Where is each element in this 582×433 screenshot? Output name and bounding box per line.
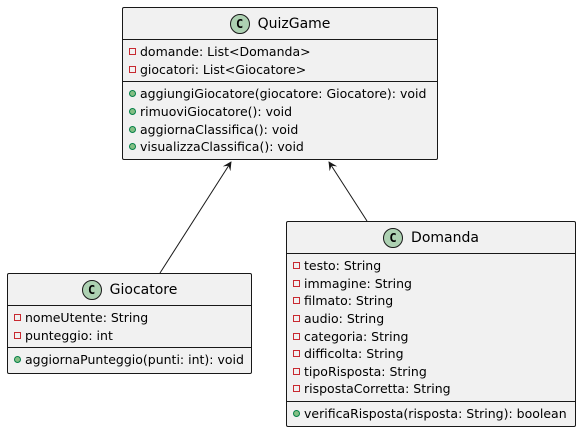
- public-visibility-icon: [14, 356, 21, 364]
- private-visibility-icon: [293, 297, 300, 305]
- attribute: audio: String: [293, 310, 575, 328]
- method: verificaRisposta(risposta: String): bool…: [293, 405, 575, 423]
- class-icon: C: [81, 279, 102, 300]
- class-quizgame[interactable]: C QuizGame domande: List<Domanda> giocat…: [122, 7, 438, 160]
- public-visibility-icon: [293, 410, 300, 418]
- attribute: testo: String: [293, 257, 575, 275]
- methods-section: aggiornaPunteggio(punti: int): void: [8, 347, 251, 372]
- attributes-section: testo: String immagine: String filmato: …: [287, 254, 575, 401]
- class-name: Giocatore: [109, 281, 178, 298]
- private-visibility-icon: [293, 367, 300, 375]
- private-visibility-icon: [293, 279, 300, 287]
- methods-section: aggiungiGiocatore(giocatore: Giocatore):…: [123, 81, 437, 158]
- private-visibility-icon: [129, 48, 136, 56]
- public-visibility-icon: [129, 143, 136, 151]
- class-name: QuizGame: [257, 15, 331, 32]
- public-visibility-icon: [129, 90, 136, 98]
- private-visibility-icon: [293, 315, 300, 323]
- private-visibility-icon: [293, 350, 300, 358]
- attributes-section: domande: List<Domanda> giocatori: List<G…: [123, 40, 437, 81]
- class-name: Domanda: [411, 229, 479, 246]
- attribute: domande: List<Domanda>: [129, 43, 437, 61]
- class-header: C Giocatore: [8, 274, 251, 306]
- class-domanda[interactable]: C Domanda testo: String immagine: String…: [286, 221, 576, 427]
- private-visibility-icon: [14, 331, 21, 339]
- class-icon: C: [383, 227, 404, 248]
- private-visibility-icon: [293, 385, 300, 393]
- private-visibility-icon: [14, 314, 21, 322]
- method: aggiungiGiocatore(giocatore: Giocatore):…: [129, 85, 437, 103]
- attribute: tipoRisposta: String: [293, 363, 575, 381]
- methods-section: verificaRisposta(risposta: String): bool…: [287, 400, 575, 426]
- class-header: C Domanda: [287, 222, 575, 254]
- attribute: difficolta: String: [293, 345, 575, 363]
- private-visibility-icon: [293, 332, 300, 340]
- relation-domanda-to-quizgame: [328, 161, 368, 222]
- attribute: immagine: String: [293, 275, 575, 293]
- public-visibility-icon: [129, 108, 136, 116]
- attribute: punteggio: int: [14, 327, 251, 345]
- method: aggiornaPunteggio(punti: int): void: [14, 351, 251, 369]
- attribute: rispostaCorretta: String: [293, 380, 575, 398]
- relation-giocatore-to-quizgame: [159, 161, 232, 274]
- attributes-section: nomeUtente: String punteggio: int: [8, 306, 251, 347]
- private-visibility-icon: [129, 65, 136, 73]
- attribute: nomeUtente: String: [14, 309, 251, 327]
- class-header: C QuizGame: [123, 8, 437, 40]
- class-giocatore[interactable]: C Giocatore nomeUtente: String punteggio…: [7, 273, 252, 374]
- attribute: giocatori: List<Giocatore>: [129, 61, 437, 79]
- attribute: filmato: String: [293, 292, 575, 310]
- attribute: categoria: String: [293, 327, 575, 345]
- method: visualizzaClassifica(): void: [129, 138, 437, 156]
- method: aggiornaClassifica(): void: [129, 120, 437, 138]
- class-icon: C: [229, 13, 250, 34]
- public-visibility-icon: [129, 125, 136, 133]
- method: rimuoviGiocatore(): void: [129, 103, 437, 121]
- private-visibility-icon: [293, 262, 300, 270]
